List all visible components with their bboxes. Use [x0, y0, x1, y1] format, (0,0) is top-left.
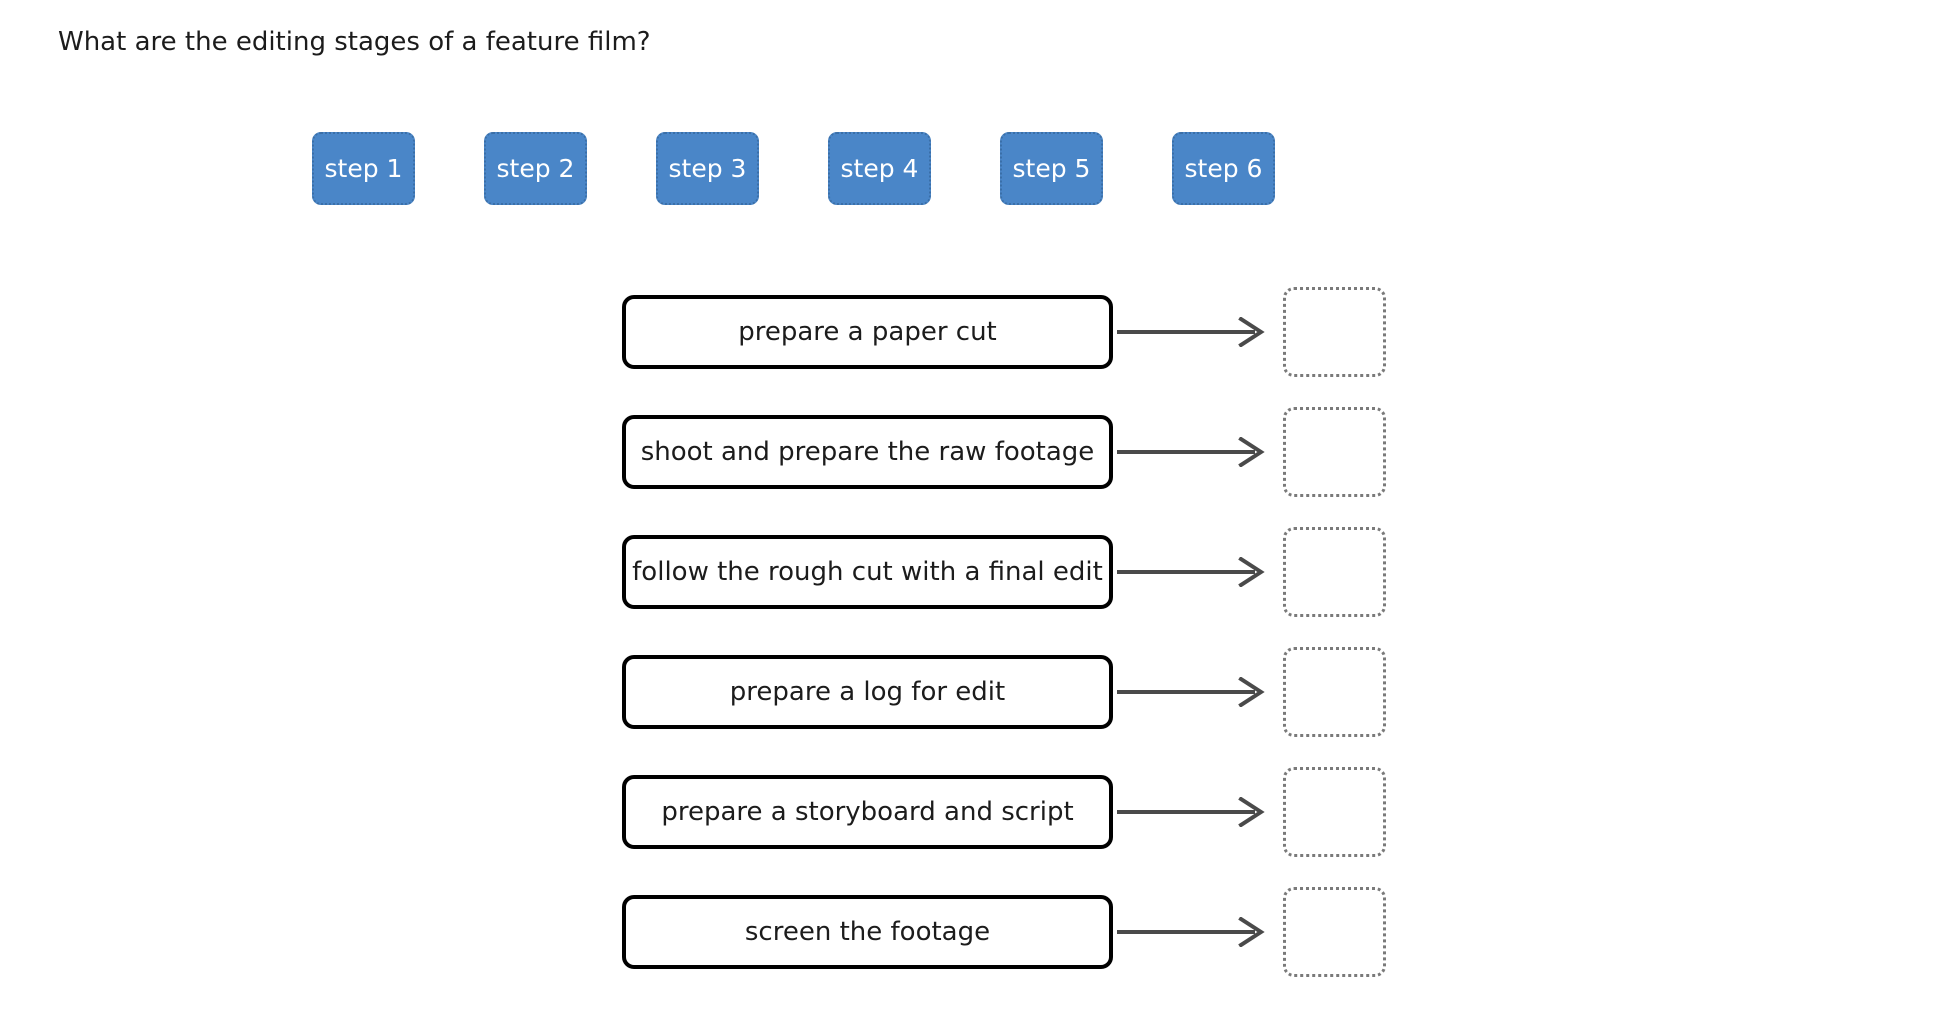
item-box: prepare a storyboard and script — [622, 775, 1113, 849]
step-chip-4[interactable]: step 4 — [828, 132, 931, 205]
item-label: prepare a log for edit — [729, 677, 1006, 707]
step-chip-label: step 1 — [324, 154, 403, 183]
match-row: shoot and prepare the raw footage — [622, 407, 1386, 497]
step-chip-1[interactable]: step 1 — [312, 132, 415, 205]
match-row: prepare a storyboard and script — [622, 767, 1386, 857]
item-label: prepare a storyboard and script — [661, 797, 1074, 827]
step-chip-label: step 5 — [1012, 154, 1091, 183]
step-chip-5[interactable]: step 5 — [1000, 132, 1103, 205]
drop-target[interactable] — [1283, 647, 1386, 737]
item-label: screen the footage — [744, 917, 991, 947]
arrow-right-icon — [1113, 655, 1282, 729]
arrow-right-icon — [1113, 535, 1282, 609]
step-chip-label: step 3 — [668, 154, 747, 183]
item-label: shoot and prepare the raw footage — [640, 437, 1095, 467]
step-chip-label: step 2 — [496, 154, 575, 183]
arrow-right-icon — [1113, 295, 1282, 369]
match-rows: prepare a paper cut shoot and prepare th… — [622, 287, 1386, 977]
step-chip-6[interactable]: step 6 — [1172, 132, 1275, 205]
drop-target[interactable] — [1283, 887, 1386, 977]
match-row: follow the rough cut with a final edit — [622, 527, 1386, 617]
match-row: screen the footage — [622, 887, 1386, 977]
match-row: prepare a log for edit — [622, 647, 1386, 737]
step-chip-label: step 4 — [840, 154, 919, 183]
arrow-right-icon — [1113, 775, 1282, 849]
step-chip-3[interactable]: step 3 — [656, 132, 759, 205]
item-box: follow the rough cut with a final edit — [622, 535, 1113, 609]
item-box: shoot and prepare the raw footage — [622, 415, 1113, 489]
drop-target[interactable] — [1283, 767, 1386, 857]
item-label: follow the rough cut with a final edit — [632, 557, 1103, 587]
item-box: prepare a paper cut — [622, 295, 1113, 369]
drop-target[interactable] — [1283, 527, 1386, 617]
arrow-right-icon — [1113, 895, 1282, 969]
item-label: prepare a paper cut — [738, 317, 997, 347]
drop-target[interactable] — [1283, 407, 1386, 497]
step-chip-label: step 6 — [1184, 154, 1263, 183]
match-row: prepare a paper cut — [622, 287, 1386, 377]
drop-target[interactable] — [1283, 287, 1386, 377]
page-title: What are the editing stages of a feature… — [58, 27, 651, 57]
arrow-right-icon — [1113, 415, 1282, 489]
item-box: prepare a log for edit — [622, 655, 1113, 729]
step-chip-2[interactable]: step 2 — [484, 132, 587, 205]
step-chip-tray: step 1 step 2 step 3 step 4 step 5 step … — [312, 132, 1275, 205]
item-box: screen the footage — [622, 895, 1113, 969]
